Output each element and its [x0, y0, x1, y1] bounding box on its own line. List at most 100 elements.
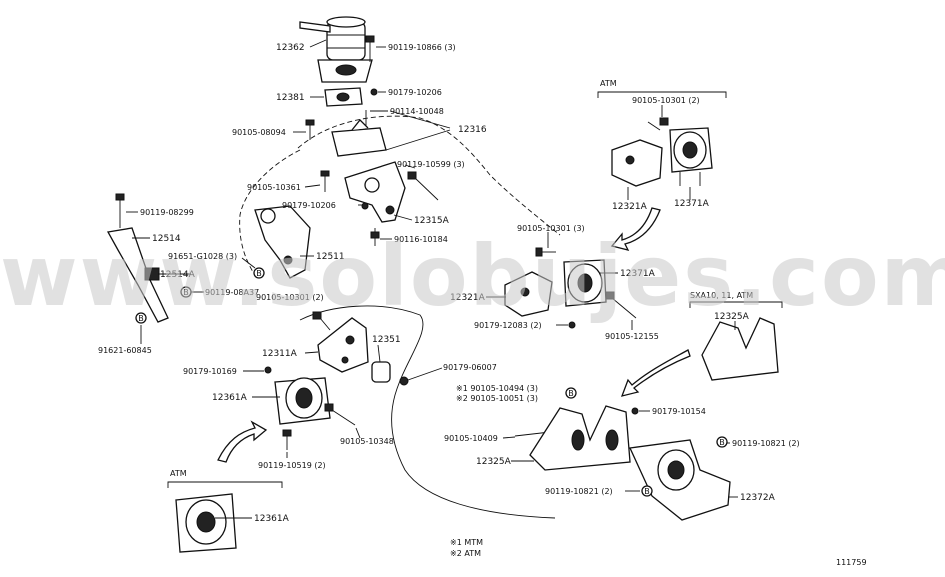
callout-12351: 12351 [372, 335, 401, 345]
bracket-12311A [317, 317, 369, 373]
callout-90179-10154: 90179-10154 [652, 407, 706, 416]
callout-90119-10599: 90119-10599 (3) [397, 160, 465, 169]
nut-90179-10206b [361, 202, 369, 210]
leader-lines [126, 39, 738, 519]
insulator-12361A-atm [175, 493, 237, 553]
insulator-12361A [274, 377, 331, 425]
callout-12321A: 12321A [450, 293, 486, 303]
insulator-12372A [629, 439, 731, 521]
marker-b-90105-10494: B [565, 387, 577, 399]
callout-90119-10519: 90119-10519 (2) [258, 461, 326, 470]
callout-90179-12083: 90179-12083 (2) [474, 321, 542, 330]
insulator-12371A [563, 259, 607, 307]
svg-text:B: B [183, 288, 189, 297]
insulator-12371A-atm [669, 127, 713, 186]
figure-number: 111759 [836, 558, 867, 567]
callout-90179-06007: 90179-06007 [443, 363, 497, 372]
callout-90105-10348: 90105-10348 [340, 437, 394, 446]
callout-90105-10301c: 90105-10301 (3) [517, 224, 585, 233]
svg-text:B: B [256, 269, 262, 278]
callout-12325A: 12325A [476, 457, 512, 467]
assembly-outline-upper [297, 115, 561, 236]
callout-12325A-sxa: 12325A [714, 312, 750, 322]
legend-mtm: ※1 MTM [450, 538, 483, 547]
bracket-12511 [254, 205, 311, 279]
nut-90179-12083 [568, 321, 576, 329]
marker-b-91651: B [253, 267, 265, 279]
callout-90105-10494: ※1 90105-10494 (3) [456, 384, 538, 393]
bolt-90105-10301-atm [647, 117, 669, 131]
bolt-90105-12155 [605, 291, 637, 319]
direction-arrow-sxa [620, 349, 691, 397]
svg-text:B: B [138, 314, 144, 323]
callout-91651-G1028: 91651-G1028 (3) [168, 252, 237, 261]
callout-12511: 12511 [316, 252, 345, 262]
direction-arrow-left [217, 420, 268, 463]
callout-90179-10169: 90179-10169 [183, 367, 237, 376]
callout-12372A: 12372A [740, 493, 776, 503]
callout-90119-10821a: 90119-10821 (2) [732, 439, 800, 448]
callout-12315A: 12315A [414, 216, 450, 226]
callout-90105-08094: 90105-08094 [232, 128, 286, 137]
bolt-90119-10599 [407, 171, 439, 201]
bolt-90105-08094 [305, 119, 315, 140]
bolt-90119-10519 [282, 429, 292, 450]
callout-91621-60845: 91621-60845 [98, 346, 152, 355]
callout-90179-10206a: 90179-10206 [388, 88, 442, 97]
atm-bracket-bottom [167, 481, 283, 488]
nut-90179-10206 [370, 88, 378, 96]
group-label-atm-top: ATM [600, 79, 617, 88]
marker-b-91621: B [135, 312, 147, 324]
callout-90105-10051: ※2 90105-10051 (3) [456, 394, 538, 403]
callout-12381: 12381 [276, 93, 305, 103]
bracket-12325A-sxa [701, 317, 779, 381]
nut-90179-06007 [399, 376, 409, 386]
callout-90119-08299: 90119-08299 [140, 208, 194, 217]
direction-arrow-right [610, 207, 661, 251]
callout-90116-10184: 90116-10184 [394, 235, 448, 244]
nut-90179-10169 [264, 366, 272, 374]
engine-mount-12362 [299, 16, 373, 83]
group-label-atm-bottom: ATM [170, 469, 187, 478]
bolt-90105-10348 [324, 403, 356, 426]
stud-90116-10184 [370, 228, 380, 246]
svg-text:B: B [719, 438, 725, 447]
marker-b-90119-08A37: B [180, 286, 192, 298]
bracket-12321A-atm [611, 139, 663, 187]
callout-12362: 12362 [276, 43, 305, 53]
callout-12361A-atm: 12361A [254, 514, 290, 524]
nut-90179-10154 [631, 407, 639, 415]
bracket-12315A [344, 161, 406, 223]
svg-text:B: B [568, 389, 574, 398]
marker-b-90119-10821b: B [641, 485, 653, 497]
callout-90105-10409: 90105-10409 [444, 434, 498, 443]
group-label-sxa: SXA10, 11, ATM [690, 291, 753, 300]
callout-12311A: 12311A [262, 349, 298, 359]
callout-90105-12155: 90105-12155 [605, 332, 659, 341]
marker-b-90119-10821a: B [716, 436, 728, 448]
bolt-90119-10866 [365, 35, 375, 62]
legend-atm: ※2 ATM [450, 549, 481, 558]
engine-outline-lower [299, 305, 556, 519]
callout-90105-10361: 90105-10361 [247, 183, 301, 192]
callout-90179-10206b: 90179-10206 [282, 201, 336, 210]
sxa-bracket [689, 301, 783, 308]
atm-bracket-top [597, 91, 727, 98]
bracket-12321A [504, 271, 553, 317]
bolt-90105-10361 [320, 170, 330, 192]
callout-12371A-atm: 12371A [674, 199, 710, 209]
stay-12514 [106, 227, 169, 323]
mount-bracket-12381 [324, 87, 363, 107]
callout-90119-10821b: 90119-10821 (2) [545, 487, 613, 496]
bushing-12351 [371, 361, 391, 383]
callout-12316: 12316 [458, 125, 487, 135]
svg-text:B: B [644, 487, 650, 496]
callout-12514A: 12514A [160, 270, 196, 280]
callout-12514: 12514 [152, 234, 181, 244]
assembly-outline-left [239, 149, 301, 276]
bolt-90119-08299 [115, 193, 125, 228]
bolt-90105-10301 [312, 311, 331, 331]
bracket-12325A [529, 405, 631, 471]
